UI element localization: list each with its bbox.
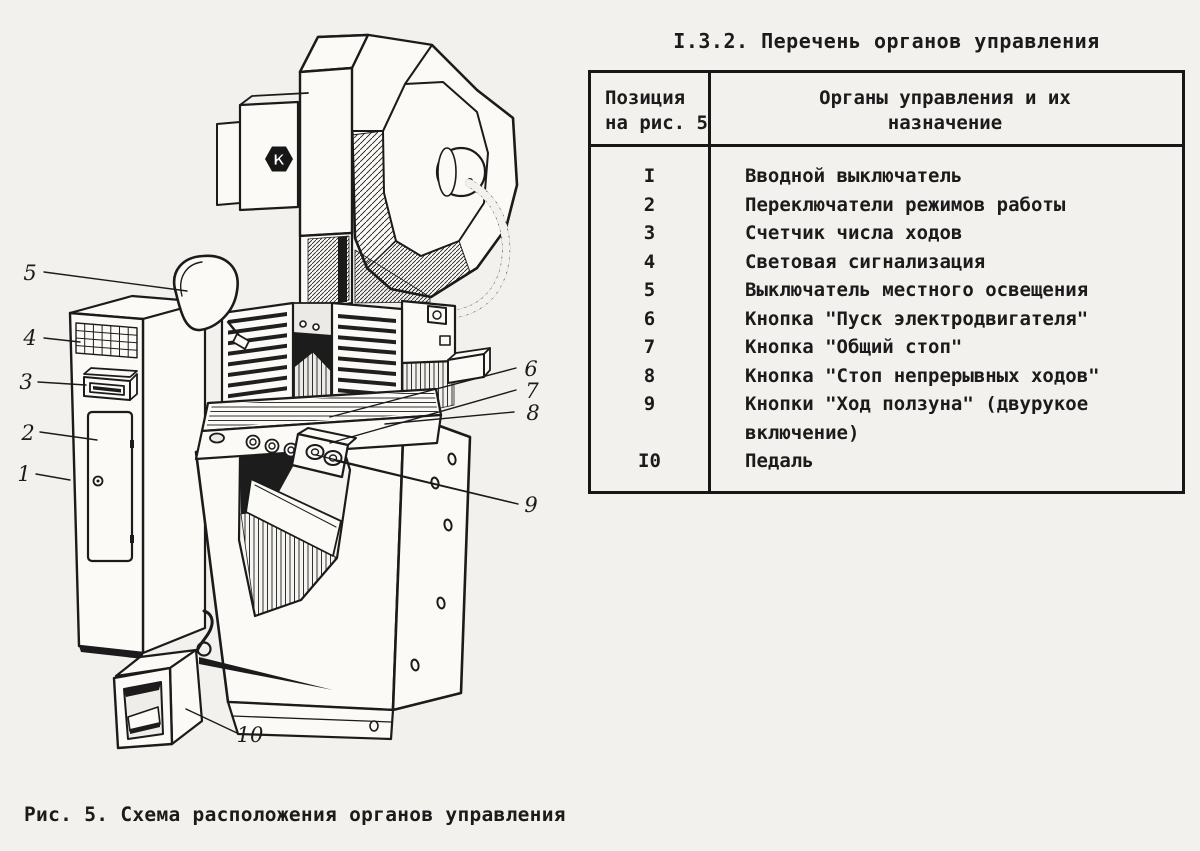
table-row: 7 Кнопка "Общий стоп" xyxy=(591,333,1182,362)
row-position: I0 xyxy=(638,450,661,472)
table-row: 8 Кнопка "Стоп непрерывных ходов" xyxy=(591,362,1182,391)
callout-9: 9 xyxy=(524,493,537,517)
callout-2: 2 xyxy=(20,421,34,445)
general-stop-button xyxy=(264,438,280,454)
table-row: 5 Выключатель местного освещения xyxy=(591,276,1182,305)
row-description: Педаль xyxy=(745,450,814,472)
figure-caption: Рис. 5. Схема расположения органов управ… xyxy=(24,803,566,826)
signal-lamp-grid xyxy=(75,322,138,359)
callout-7: 7 xyxy=(525,379,539,403)
callout-6: 6 xyxy=(524,357,537,381)
row-position: 7 xyxy=(643,336,656,358)
row-position: 6 xyxy=(643,307,656,330)
header-position-line2: на рис. 5 xyxy=(605,112,708,134)
row-position: 5 xyxy=(643,279,656,301)
table-header: Позиция на рис. 5 Органы управления и их… xyxy=(591,73,1182,147)
row-description: Счетчик числа ходов xyxy=(745,222,963,244)
brand-logo: К xyxy=(265,146,293,172)
header-controls-column: Органы управления и их назначение xyxy=(708,73,1182,144)
press-head: К xyxy=(216,33,433,314)
section-title: I.3.2. Перечень органов управления xyxy=(673,29,1100,53)
row-description: Выключатель местного освещения xyxy=(745,279,1089,301)
mode-switch-door xyxy=(86,410,134,563)
row-position: 9 xyxy=(643,393,656,415)
callout-leaders xyxy=(35,271,519,734)
table-row: I Вводной выключатель xyxy=(591,162,1182,191)
callout-4: 4 xyxy=(22,326,36,350)
row-position: 8 xyxy=(643,364,656,387)
table-row: 2 Переключатели режимов работы xyxy=(591,191,1182,220)
table-body: I Вводной выключатель 2 Переключатели ре… xyxy=(591,147,1182,491)
table-row: 4 Световая сигнализация xyxy=(591,248,1182,277)
row-description: Световая сигнализация xyxy=(745,250,986,273)
table-row: 9 Кнопки "Ход ползуна" (двурукое включен… xyxy=(591,390,1182,447)
callout-10: 10 xyxy=(237,723,264,747)
control-panel xyxy=(194,387,443,479)
table-row: 3 Счетчик числа ходов xyxy=(591,219,1182,248)
stroke-counter xyxy=(83,367,138,401)
callout-8: 8 xyxy=(526,401,539,425)
row-description: Вводной выключатель xyxy=(745,165,963,187)
column-divider xyxy=(708,73,711,491)
machine-base xyxy=(194,411,472,741)
row-position: 4 xyxy=(643,250,656,273)
table-row: 6 Кнопка "Пуск электродвигателя" xyxy=(591,305,1182,334)
die-opening xyxy=(237,442,352,618)
table-row: I0 Педаль xyxy=(591,447,1182,476)
row-description: Переключатели режимов работы xyxy=(745,193,1066,216)
brand-logo-letter: К xyxy=(273,151,286,169)
callout-5: 5 xyxy=(23,261,36,285)
row-description: Кнопка "Стоп непрерывных ходов" xyxy=(745,364,1100,387)
row-description: Кнопка "Пуск электродвигателя" xyxy=(745,307,1089,330)
foot-pedal xyxy=(112,609,214,750)
machine-diagram: К xyxy=(17,33,540,750)
row-position: 2 xyxy=(643,193,656,216)
start-motor-button xyxy=(245,434,261,450)
row-position: 3 xyxy=(643,222,656,244)
callout-1: 1 xyxy=(17,462,30,486)
row-description: Кнопки "Ход ползуна" (двурукое включение… xyxy=(745,393,1089,444)
header-controls-line1: Органы управления и их xyxy=(819,87,1071,109)
header-position-line1: Позиция xyxy=(605,87,686,109)
slide-guards xyxy=(220,301,404,412)
callout-3: 3 xyxy=(19,370,32,394)
row-description: Кнопка "Общий стоп" xyxy=(745,336,963,358)
row-position: I xyxy=(643,165,656,187)
header-controls-line2: назначение xyxy=(887,112,1003,134)
electrical-cabinet xyxy=(68,294,207,659)
callout-numbers: 5 4 3 2 1 6 7 8 9 10 xyxy=(17,261,539,747)
flexible-conduit xyxy=(433,179,511,319)
header-position-column: Позиция на рис. 5 xyxy=(591,73,708,144)
work-lamp xyxy=(173,254,250,350)
controls-table: Позиция на рис. 5 Органы управления и их… xyxy=(588,70,1185,494)
